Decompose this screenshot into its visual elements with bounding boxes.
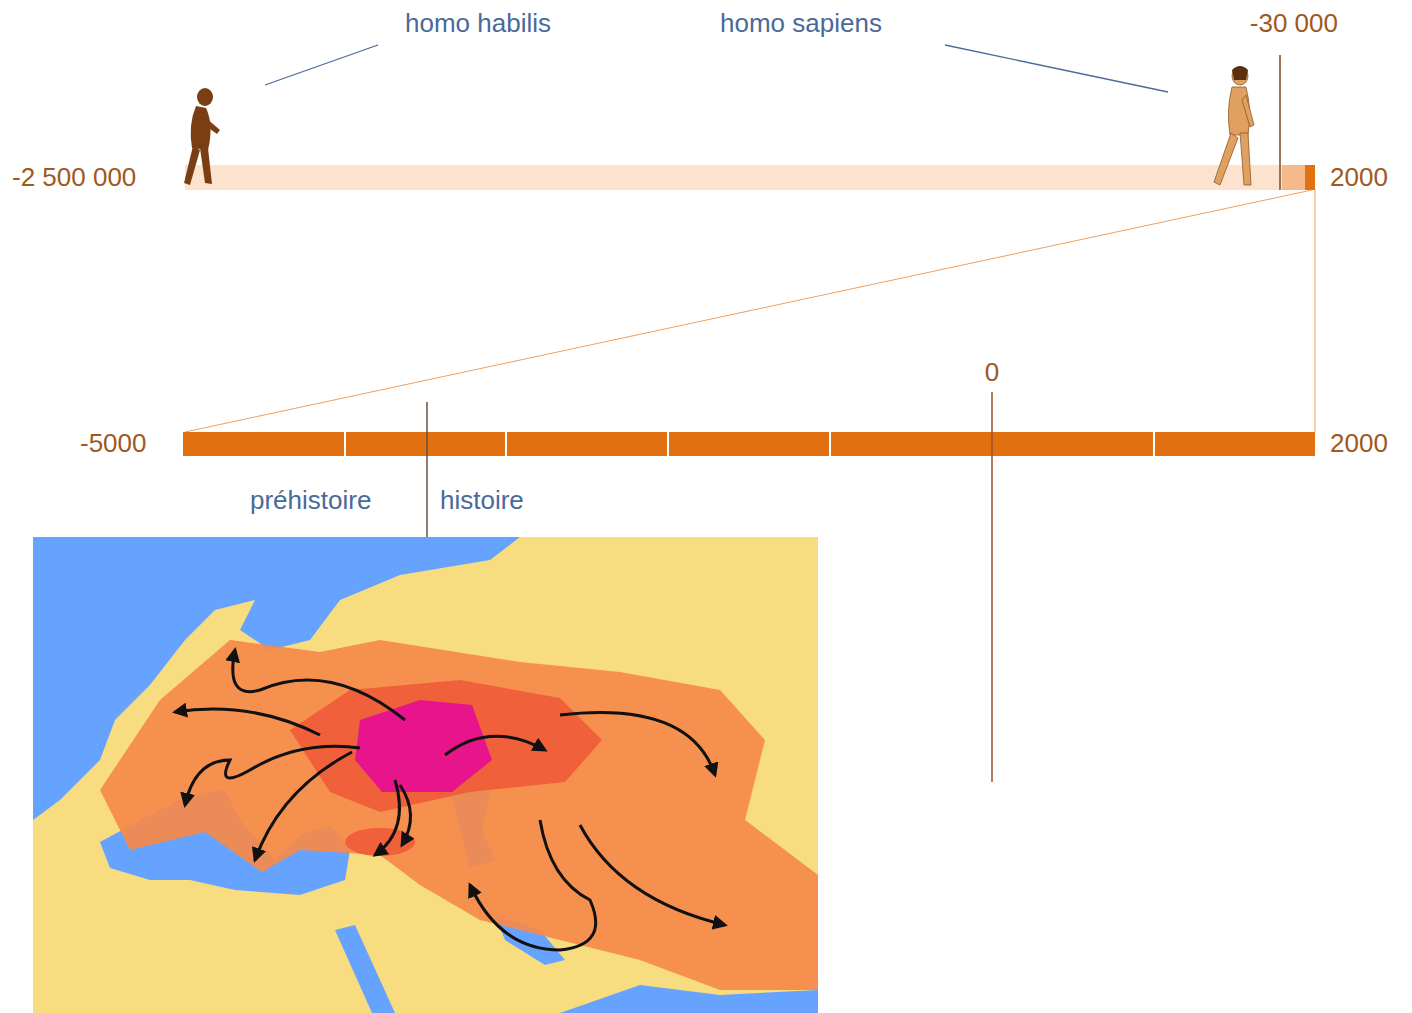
bar-segment — [1282, 165, 1305, 190]
timeline-label: 0 — [985, 357, 999, 387]
timeline-label: -5000 — [80, 428, 147, 458]
zoom-line — [185, 190, 1312, 432]
timeline-label: -2 500 000 — [12, 162, 136, 192]
habilis-figure — [184, 88, 220, 185]
bar-segment — [1305, 165, 1315, 190]
timeline-label: homo habilis — [405, 8, 551, 38]
timeline-label: 2000 — [1330, 428, 1388, 458]
history-line — [426, 402, 428, 540]
leader-line — [945, 45, 1168, 92]
timeline-label: histoire — [440, 485, 524, 515]
timeline-label: -30 000 — [1250, 8, 1338, 38]
long-bar — [185, 165, 1315, 190]
short-bar — [183, 432, 1315, 456]
timeline-label: préhistoire — [250, 485, 371, 515]
timeline-label: 2000 — [1330, 162, 1388, 192]
bar-dividers — [345, 432, 1154, 456]
zero-line — [991, 392, 993, 782]
map — [33, 537, 818, 1013]
zoom-line — [1315, 190, 1316, 432]
tick-line — [1279, 55, 1281, 190]
leader-line — [265, 45, 378, 85]
sapiens-figure — [1214, 67, 1254, 185]
timeline-label: homo sapiens — [720, 8, 882, 38]
hair — [1232, 66, 1248, 80]
